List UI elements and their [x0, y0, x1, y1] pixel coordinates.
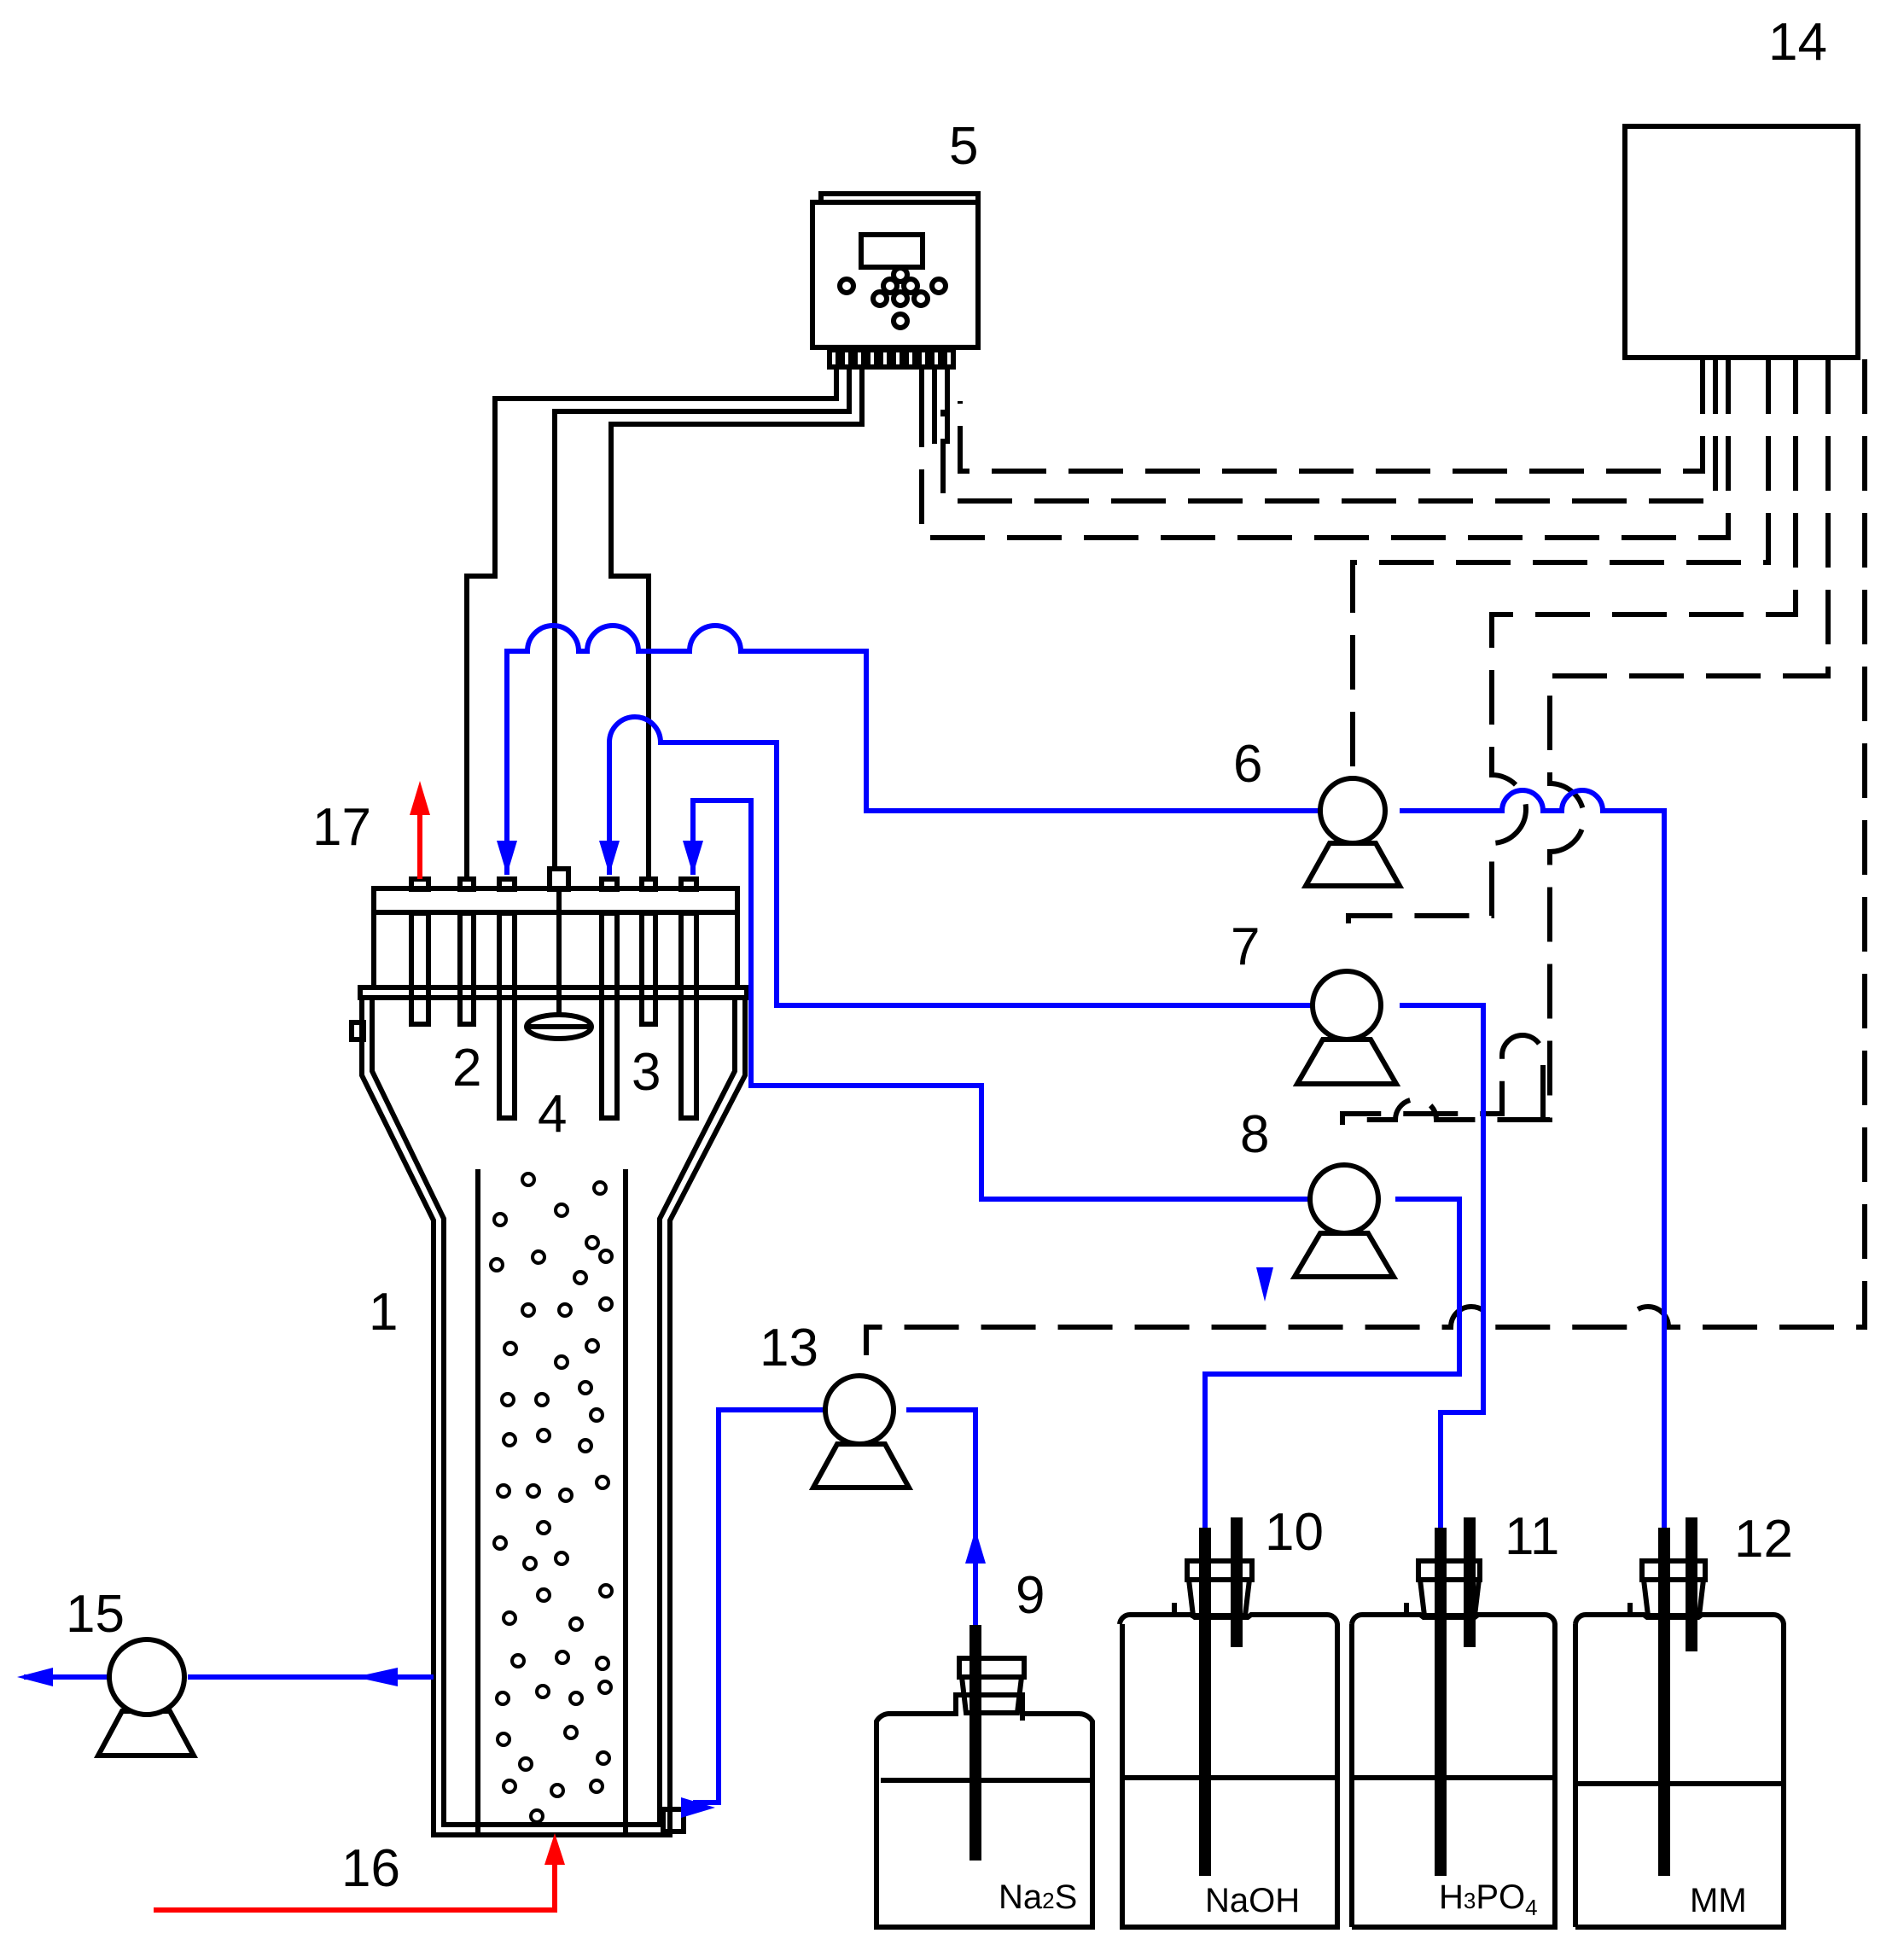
pump-15 [93, 1637, 199, 1758]
label-gas-outlet-17: 17 [312, 798, 371, 857]
label-pump-13: 13 [760, 1319, 818, 1377]
component-labels: 1 2 3 4 5 6 7 8 9 10 11 12 13 14 15 16 1… [66, 13, 1827, 1898]
controller-button [901, 277, 920, 295]
reactor [349, 866, 749, 1837]
label-na2s: Na2S [999, 1878, 1077, 1916]
label-pump-7: 7 [1231, 917, 1260, 976]
label-naoh: NaOH [1205, 1882, 1300, 1919]
label-bottle-10: 10 [1265, 1503, 1324, 1562]
label-stirrer-4: 4 [538, 1085, 567, 1144]
pump-8 [1290, 1162, 1399, 1279]
label-bottle-12: 12 [1734, 1510, 1793, 1569]
sensor-probe-3 [639, 911, 658, 1027]
bottle-na2s [874, 1625, 1095, 1930]
pump-7 [1292, 969, 1401, 1086]
label-bottle-11: 11 [1505, 1507, 1559, 1566]
liquid-lines [24, 623, 1667, 1791]
bottle-mm [1573, 1517, 1786, 1930]
pump-13 [808, 1373, 914, 1490]
controller-button [891, 312, 910, 330]
label-h3po4: H3PO4 [1439, 1878, 1538, 1920]
controller-button [929, 277, 948, 295]
controller-button [881, 277, 900, 295]
label-reactor: 1 [369, 1283, 398, 1342]
controller-button [837, 277, 856, 295]
controller-button [891, 265, 910, 284]
controller-terminals [827, 347, 956, 370]
bottle-naoh [1117, 1517, 1340, 1930]
controller [810, 191, 981, 370]
label-pump-6: 6 [1233, 735, 1262, 794]
controller-display [859, 232, 925, 270]
computer [1622, 124, 1860, 360]
reactor-lid [371, 886, 740, 915]
carrier-granules [489, 1172, 614, 1824]
controller-button [870, 289, 889, 308]
sensor-cables [464, 367, 950, 879]
flow-arrows [17, 841, 1273, 1818]
label-pump-8: 8 [1240, 1105, 1269, 1164]
label-gas-inlet-16: 16 [341, 1839, 400, 1898]
bottle-labels: Na2S NaOH H3PO4 MM [999, 1878, 1747, 1920]
gas-lines [154, 781, 565, 1913]
controller-button [911, 289, 930, 308]
pump-6 [1301, 776, 1405, 888]
label-probe-2: 2 [452, 1039, 481, 1098]
label-bottle-9: 9 [1016, 1566, 1045, 1625]
label-mm: MM [1690, 1882, 1747, 1919]
label-pump-15: 15 [66, 1585, 125, 1644]
label-controller-5: 5 [949, 117, 978, 176]
bottle-h3po4 [1349, 1517, 1558, 1930]
sensor-probe-2 [457, 911, 476, 1027]
label-probe-3: 3 [632, 1043, 661, 1102]
controller-button [891, 289, 910, 308]
label-computer-14: 14 [1768, 13, 1827, 72]
gas-outlet-port [409, 876, 431, 892]
